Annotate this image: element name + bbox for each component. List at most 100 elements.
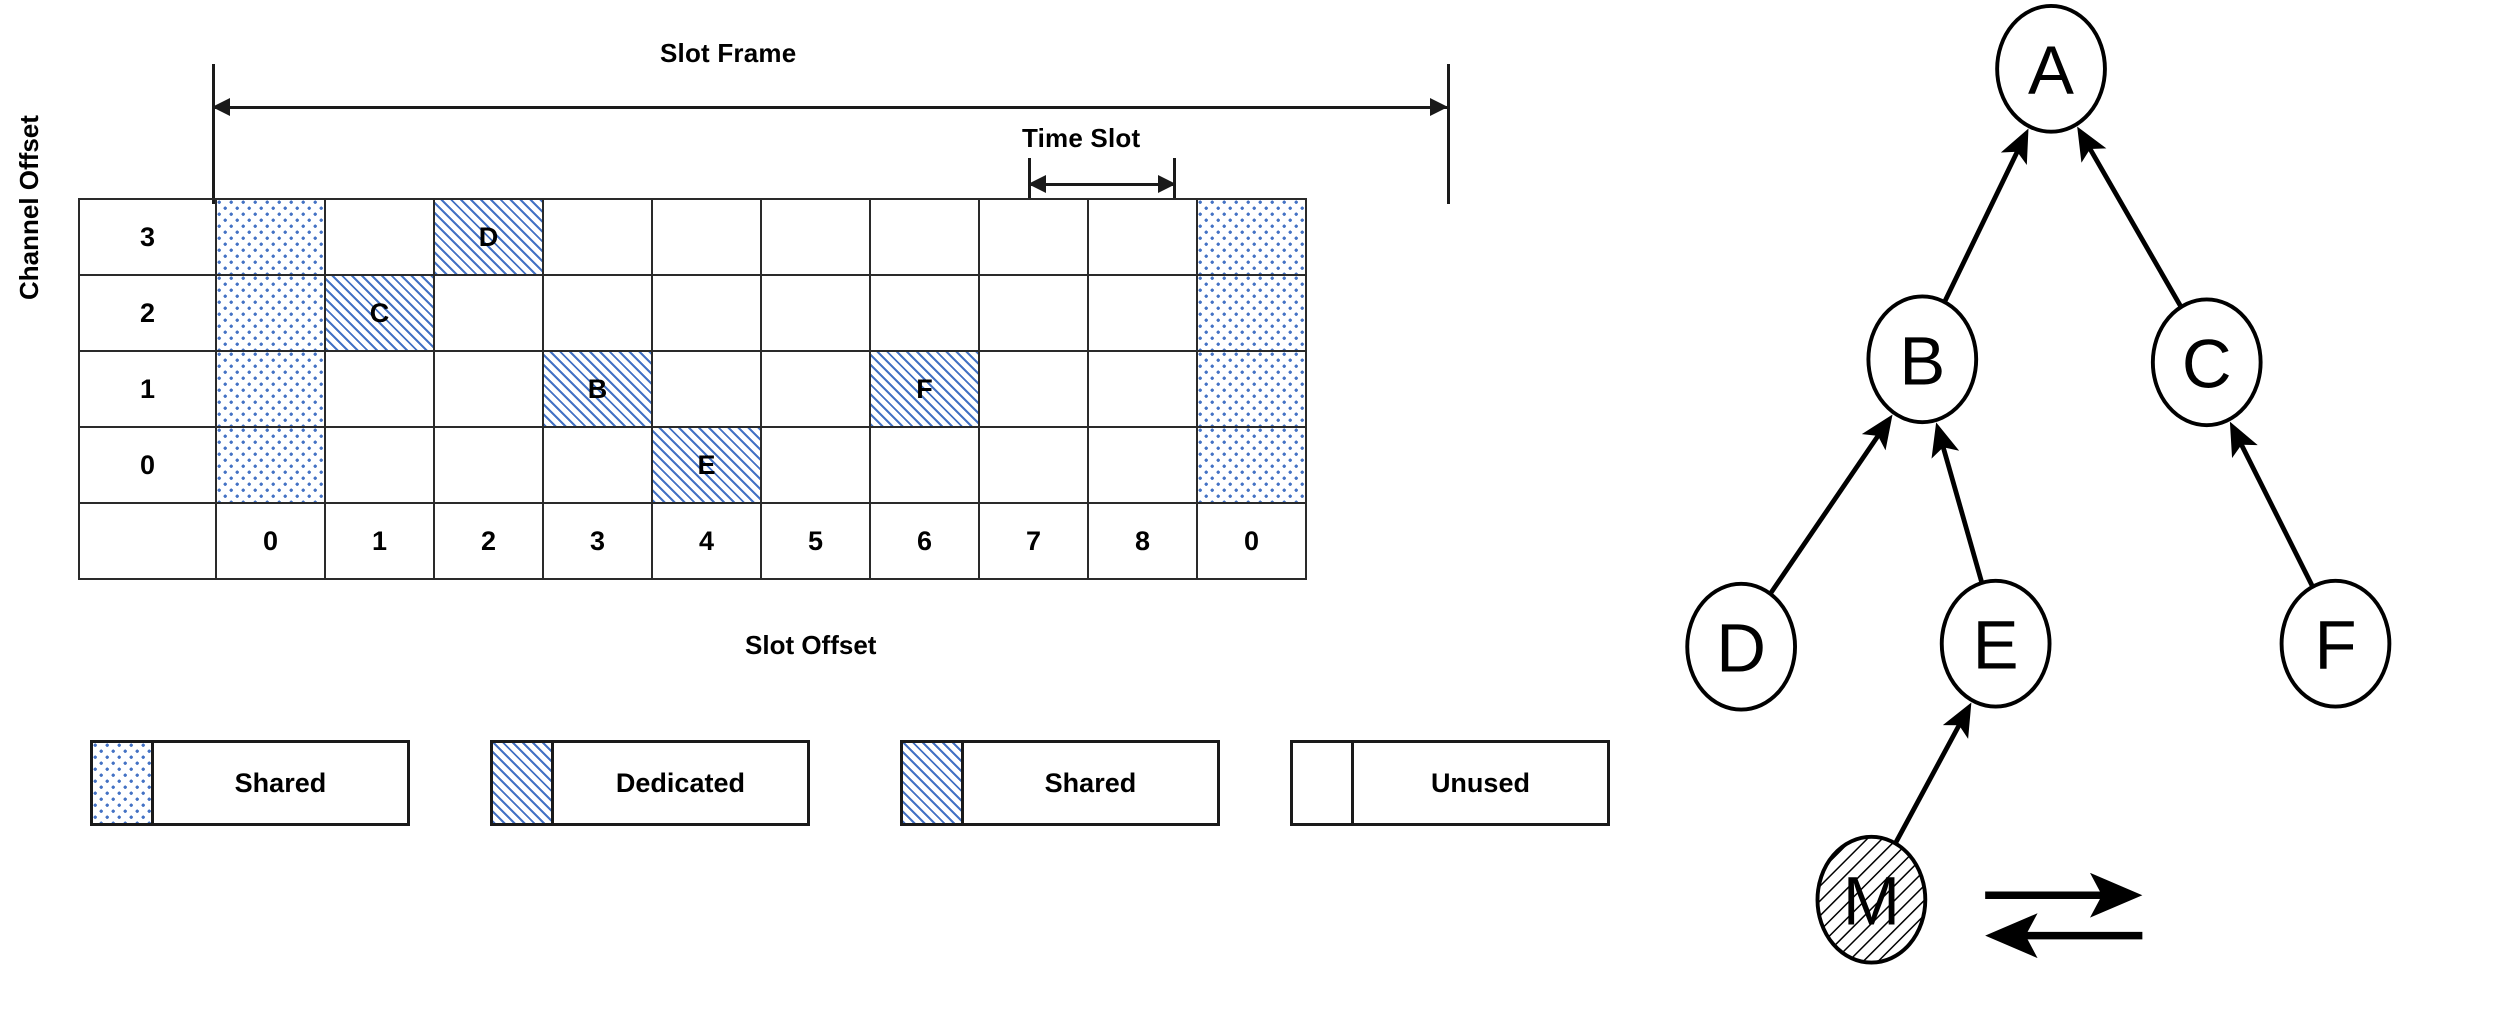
schedule-cell[interactable]: [978, 426, 1089, 504]
schedule-cell[interactable]: [869, 198, 980, 276]
tree-node-d[interactable]: D: [1685, 581, 1797, 712]
legend-item: Unused: [1290, 740, 1610, 826]
channel-offset-header: 3: [78, 198, 217, 276]
cell-label: D: [478, 221, 499, 252]
tree-diagram: A B C D E F M: [1685, 4, 2392, 965]
slot-frame-tick-right: [1447, 64, 1450, 204]
slot-offset-header: 6: [869, 502, 980, 580]
schedule-cell[interactable]: [1196, 198, 1307, 276]
schedule-cell[interactable]: [1087, 274, 1198, 352]
schedule-row: 1 B F: [78, 350, 1307, 428]
schedule-cell[interactable]: [215, 350, 326, 428]
schedule-cell[interactable]: [651, 198, 762, 276]
schedule-cell[interactable]: [869, 274, 980, 352]
schedule-cell[interactable]: [760, 426, 871, 504]
exchange-arrows: [1985, 872, 2143, 959]
node-circle: [2279, 578, 2392, 709]
slot-offset-header: 0: [215, 502, 326, 580]
schedule-cell[interactable]: [324, 426, 435, 504]
schedule-cell[interactable]: [978, 198, 1089, 276]
slot-frame-arrow-right-icon: [1430, 98, 1448, 116]
schedule-cell[interactable]: [433, 426, 544, 504]
schedule-cell[interactable]: [651, 350, 762, 428]
slotframe-schedule-panel: Slot Frame Time Slot Channel Offset Slot…: [14, 38, 1610, 826]
schedule-cell[interactable]: [324, 350, 435, 428]
schedule-cell[interactable]: [324, 198, 435, 276]
schedule-cell[interactable]: [542, 426, 653, 504]
schedule-cell[interactable]: [869, 426, 980, 504]
schedule-cell[interactable]: [1087, 198, 1198, 276]
schedule-cell[interactable]: [1087, 350, 1198, 428]
grid-corner-cell: [78, 502, 217, 580]
slot-offset-header: 8: [1087, 502, 1198, 580]
schedule-cell[interactable]: [1087, 426, 1198, 504]
legend-item: Shared: [900, 740, 1220, 826]
legend-label: Shared: [1044, 767, 1137, 798]
slot-offset-header: 7: [978, 502, 1089, 580]
dodag-tree-panel: A B C D E F M: [1640, 0, 2504, 1018]
slot-offset-header: 2: [433, 502, 544, 580]
schedule-cell[interactable]: [1196, 274, 1307, 352]
cell-label: F: [916, 373, 933, 404]
time-slot-axis: [1028, 183, 1176, 186]
tree-node-a[interactable]: A: [1995, 4, 2107, 134]
schedule-cell[interactable]: [433, 350, 544, 428]
tree-node-m[interactable]: M: [1815, 834, 1928, 965]
channel-offset-header: 1: [78, 350, 217, 428]
schedule-cell[interactable]: [1196, 426, 1307, 504]
node-circle: [1866, 294, 1979, 425]
channel-offset-axis-label: Channel Offset: [14, 115, 44, 300]
time-slot-arrow-right-icon: [1158, 175, 1176, 193]
tree-node-f[interactable]: F: [2279, 578, 2392, 709]
tree-node-b[interactable]: B: [1866, 294, 1979, 425]
schedule-cell[interactable]: E: [651, 426, 762, 504]
slot-offset-header: 4: [651, 502, 762, 580]
tree-edge-c-to-a: [2077, 126, 2186, 313]
channel-offset-header: 0: [78, 426, 217, 504]
schedule-cell[interactable]: [542, 274, 653, 352]
tree-nodes: A B C D E F M: [1685, 4, 2392, 965]
schedule-cell[interactable]: [215, 426, 326, 504]
schedule-cell[interactable]: [433, 274, 544, 352]
schedule-cell[interactable]: [978, 274, 1089, 352]
slot-frame-axis: [212, 106, 1448, 109]
schedule-cell[interactable]: [760, 198, 871, 276]
schedule-cell[interactable]: F: [869, 350, 980, 428]
time-slot-label: Time Slot: [1022, 123, 1141, 153]
schedule-cell[interactable]: [215, 274, 326, 352]
tree-node-c[interactable]: C: [2150, 297, 2263, 428]
schedule-cell[interactable]: [1196, 350, 1307, 428]
slot-offset-axis-label: Slot Offset: [745, 630, 877, 660]
slot-frame-tick-left: [212, 64, 215, 204]
legend-item: Shared: [90, 740, 410, 826]
slot-offset-header: 3: [542, 502, 653, 580]
schedule-cell[interactable]: D: [433, 198, 544, 276]
schedule-cell[interactable]: [760, 274, 871, 352]
legend-swatch: [903, 743, 964, 823]
cell-label: B: [587, 373, 608, 404]
slot-frame-label: Slot Frame: [660, 38, 797, 68]
schedule-cell[interactable]: C: [324, 274, 435, 352]
schedule-cell[interactable]: [978, 350, 1089, 428]
node-label: A: [2028, 32, 2074, 109]
tree-node-e[interactable]: E: [1939, 578, 2052, 709]
time-slot-arrow-left-icon: [1028, 175, 1046, 193]
legend-swatch: [1293, 743, 1354, 823]
cell-label: C: [369, 297, 390, 328]
schedule-cell[interactable]: [215, 198, 326, 276]
legend-swatch: [493, 743, 554, 823]
channel-offset-header: 2: [78, 274, 217, 352]
legend-label: Unused: [1430, 767, 1530, 798]
schedule-cell[interactable]: [651, 274, 762, 352]
tree-edge-b-to-a: [1940, 128, 2029, 308]
node-label: E: [1973, 607, 2019, 684]
schedule-cell[interactable]: [542, 198, 653, 276]
node-label: M: [1843, 863, 1900, 940]
tree-edge-m-to-e: [1890, 702, 1972, 849]
schedule-cell[interactable]: [760, 350, 871, 428]
slot-frame-arrow-left-icon: [212, 98, 230, 116]
schedule-cell[interactable]: B: [542, 350, 653, 428]
legend-label: Dedicated: [615, 767, 745, 798]
